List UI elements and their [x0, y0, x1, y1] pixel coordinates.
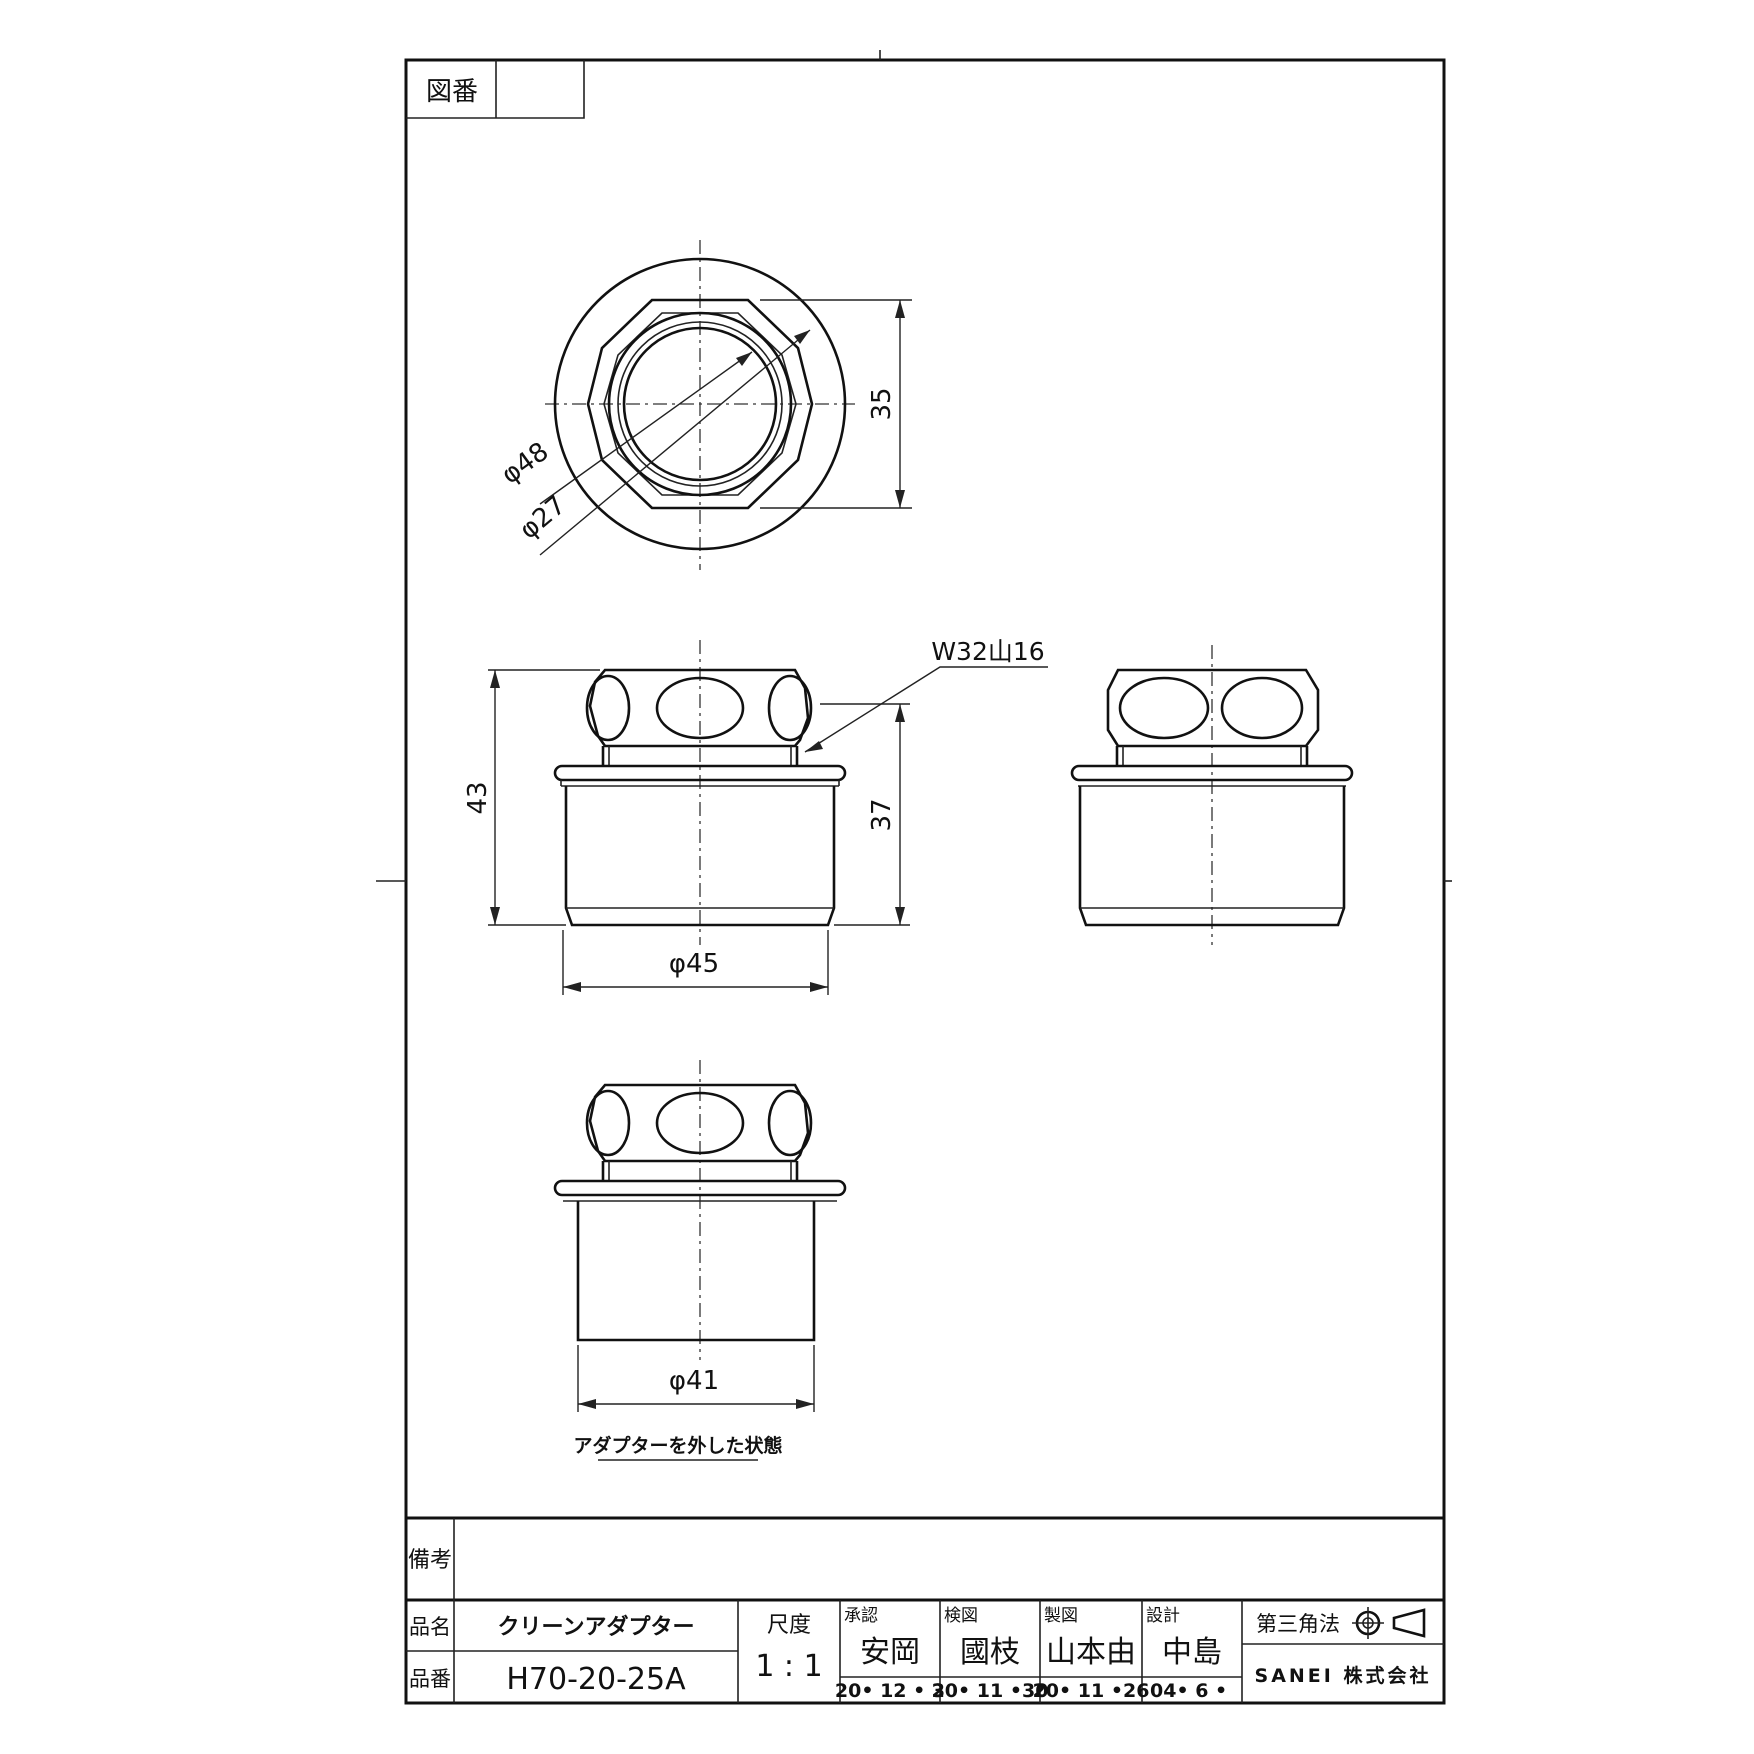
check-date: 20• 11 •30 [932, 1680, 1049, 1702]
nut-side [1106, 668, 1320, 748]
check-label: 検図 [944, 1606, 978, 1626]
draft-date: 20• 11 •26 [1033, 1680, 1150, 1702]
drawing-frame [404, 58, 1446, 1705]
approval-label: 承認 [844, 1606, 878, 1626]
projection-cell: 第三角法 SANEI 株式会社 [1255, 1607, 1432, 1687]
outer-circle [553, 257, 847, 551]
remarks-label: 備考 [408, 1548, 452, 1573]
top-view: 35 φ48 φ27 [496, 240, 912, 570]
body-front [564, 786, 836, 927]
approval-date: 20• 12 • 3 [835, 1680, 945, 1702]
design-label: 設計 [1146, 1606, 1180, 1626]
title-block: 備考 品名 クリーンアダプター 品番 H70-20-25A 尺度 1 : 1 承… [406, 1516, 1444, 1703]
hex-nut-outline [586, 298, 814, 510]
design-date: 04• 6 • [1150, 1680, 1227, 1702]
dim-body-height: 37 [867, 798, 897, 831]
scale-value: 1 : 1 [755, 1649, 822, 1684]
dim-outer-diameter: φ48 [496, 437, 554, 491]
dim-front-diameter: φ45 [669, 949, 719, 979]
draft-name: 山本由 [1046, 1635, 1136, 1670]
body-side [1078, 786, 1346, 927]
drawing-number-box: 図番 [406, 60, 585, 119]
company-name: SANEI 株式会社 [1255, 1664, 1432, 1687]
removed-view: φ41 アダプターを外した状態 [553, 1060, 847, 1461]
inner-bore [622, 326, 778, 482]
drawing-number-label: 図番 [426, 77, 478, 107]
approval-cell: 承認 安岡 20• 12 • 3 [835, 1606, 945, 1702]
dim-width-35: 35 [867, 387, 897, 420]
part-number: H70-20-25A [506, 1662, 686, 1697]
projection-label: 第三角法 [1256, 1612, 1340, 1636]
product-name: クリーンアダプター [498, 1614, 695, 1640]
removed-caption: アダプターを外した状態 [573, 1434, 782, 1457]
front-view: 43 37 φ45 W32山16 [463, 637, 1048, 995]
thread-note: W32山16 [931, 637, 1044, 666]
design-name: 中島 [1162, 1635, 1222, 1670]
check-cell: 検図 國枝 20• 11 •30 [932, 1606, 1049, 1702]
dim-removed-diameter: φ41 [669, 1366, 719, 1396]
nut-front [588, 668, 810, 748]
dim-inner-diameter: φ27 [514, 490, 572, 545]
flange-front [553, 764, 847, 782]
design-cell: 設計 中島 04• 6 • [1146, 1606, 1227, 1702]
draft-cell: 製図 山本由 20• 11 •26 [1033, 1606, 1150, 1702]
flange-removed [553, 1179, 847, 1197]
scale-label: 尺度 [767, 1613, 811, 1638]
check-name: 國枝 [960, 1635, 1020, 1670]
part-number-label: 品番 [409, 1667, 451, 1691]
nut-removed [588, 1083, 810, 1163]
side-view [1070, 645, 1354, 945]
third-angle-projection-icon [1352, 1607, 1426, 1639]
approval-name: 安岡 [860, 1635, 920, 1670]
flange-side [1070, 764, 1354, 782]
body-removed [576, 1201, 816, 1342]
name-label: 品名 [409, 1615, 451, 1639]
dim-total-height: 43 [463, 781, 493, 814]
draft-label: 製図 [1044, 1606, 1078, 1626]
